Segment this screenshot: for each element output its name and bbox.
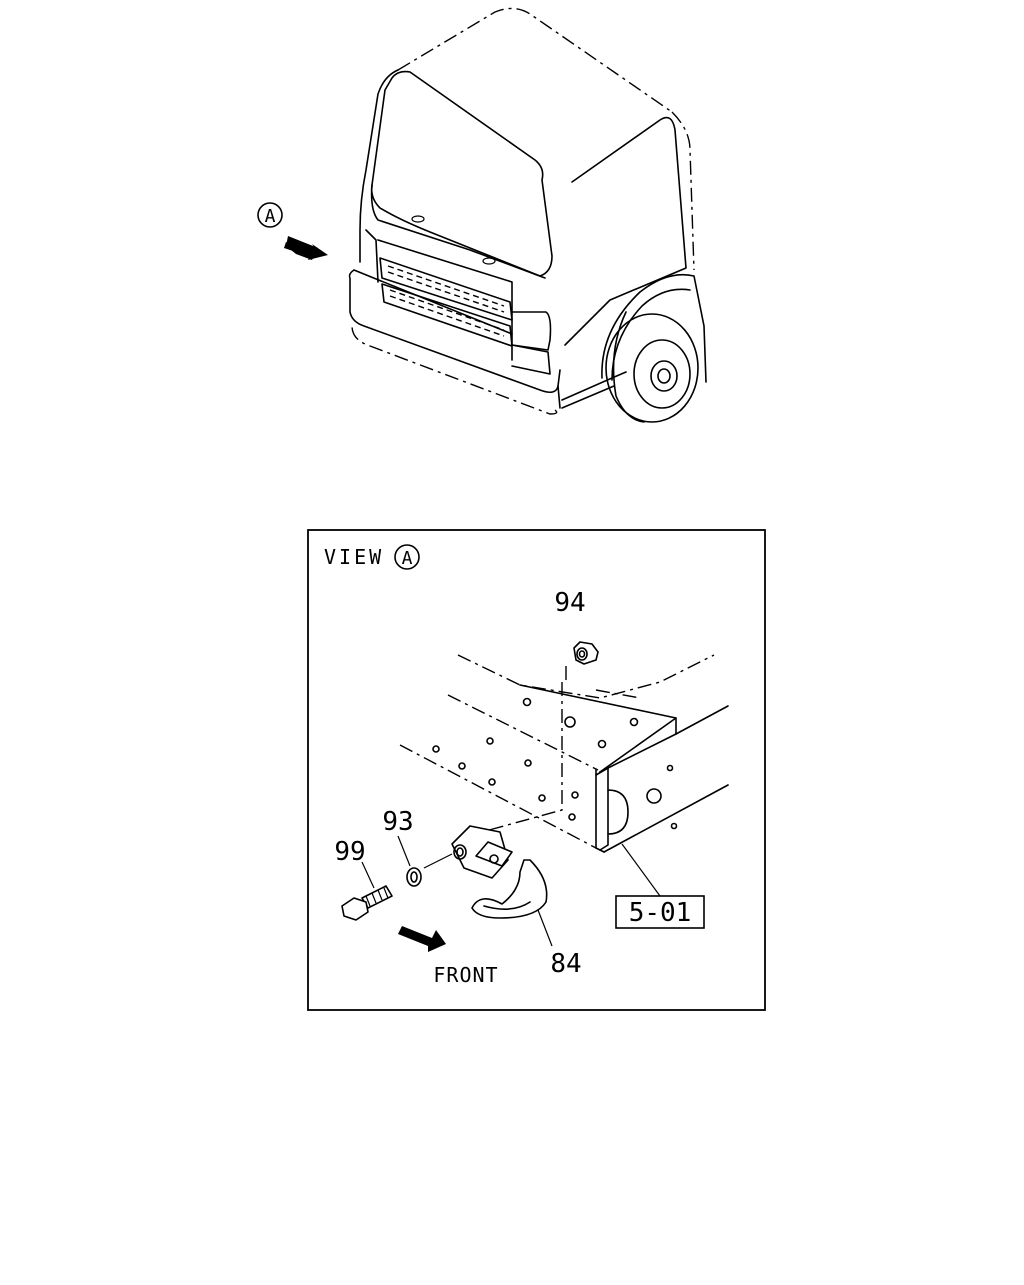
view-direction-arrow [284, 236, 328, 260]
view-title-circle [394, 544, 420, 570]
callout-93: 93 [382, 807, 413, 837]
front-arrow [398, 926, 446, 952]
bolt-axis-line [423, 853, 453, 869]
view-title-label: VIEW [324, 545, 384, 569]
view-a-letter-top: A [265, 206, 276, 227]
leader-lines [361, 835, 661, 947]
view-frame [307, 529, 766, 1011]
view-title: VIEW A [324, 544, 420, 570]
ref-box-5-01: 5-01 [615, 895, 705, 929]
nut-94 [481, 641, 599, 833]
view-title-letter: A [402, 548, 413, 569]
front-label: FRONT [433, 963, 498, 987]
washer-93 [406, 867, 422, 887]
view-a-marker-top: A [257, 202, 283, 228]
view-a-circle [257, 202, 283, 228]
frame-rail [399, 654, 729, 853]
truck-cab-illustration [348, 7, 707, 423]
callout-94: 94 [554, 588, 585, 618]
ref-box-label: 5-01 [629, 898, 692, 928]
callout-84: 84 [550, 949, 581, 979]
tow-hook-84 [451, 825, 548, 919]
callout-99: 99 [334, 837, 365, 867]
bolt-99 [341, 885, 393, 921]
